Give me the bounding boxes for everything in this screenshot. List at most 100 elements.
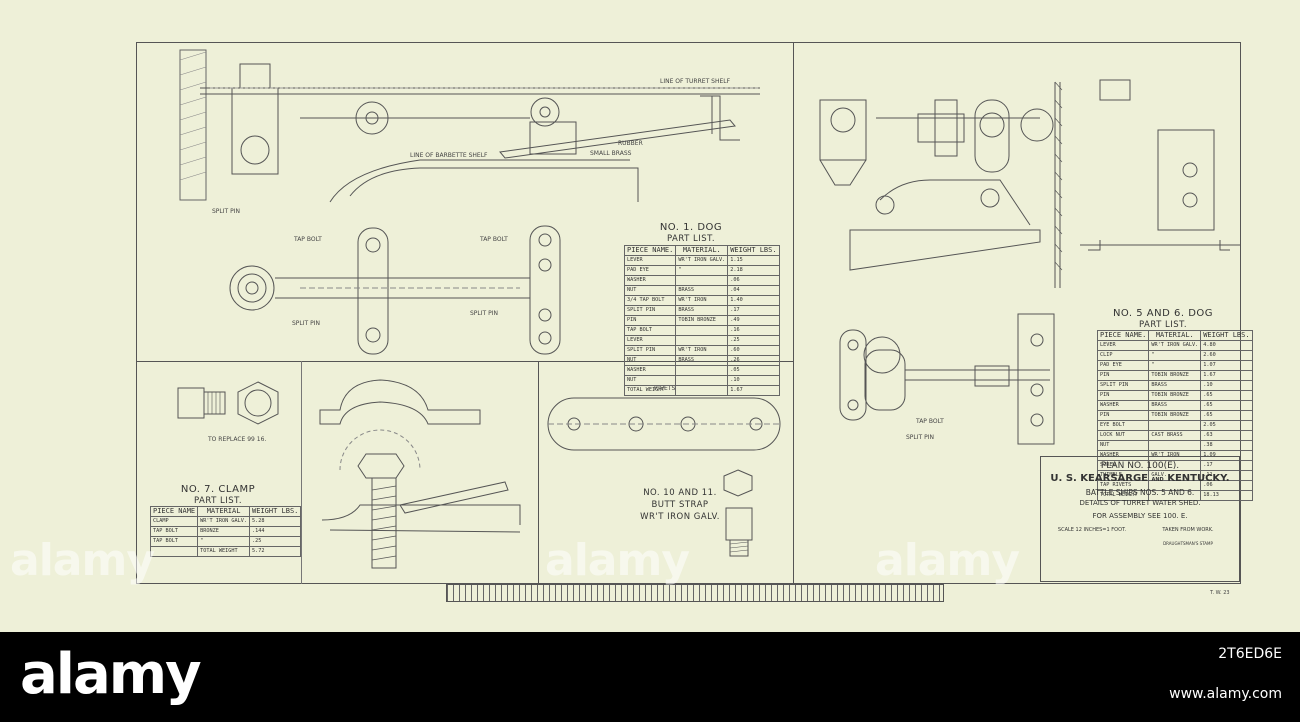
- part-list-row: NUT.38: [1096, 440, 1253, 451]
- note-to-replace: TO REPLACE 99 16.: [208, 436, 267, 443]
- part-list-cell: .04: [727, 285, 780, 296]
- part-list-cell: BRASS: [1148, 380, 1202, 391]
- alamy-logo: alamy: [20, 642, 202, 707]
- part-list-cell: SPLIT PIN: [623, 345, 677, 356]
- image-id: 2T6ED6E: [1218, 646, 1282, 662]
- part-list-cell: TOBIN BRONZE: [1148, 370, 1202, 381]
- part-list-cell: 1.67: [1200, 370, 1253, 381]
- part-list-header-cell: PIECE NAME: [149, 506, 199, 517]
- part-list-cell: EYE BOLT: [1096, 420, 1150, 431]
- part-list-cell: ": [197, 536, 251, 547]
- part-list-cell: .16: [727, 325, 780, 336]
- part-list-cell: 4.80: [1200, 340, 1253, 351]
- note-tap-bolt-3: TAP BOLT: [916, 418, 944, 425]
- technical-drawings: [177, 49, 1240, 569]
- note-tap-bolt-1: TAP BOLT: [294, 236, 322, 243]
- assembly-reference: FOR ASSEMBLY SEE 100. E.: [1092, 512, 1188, 520]
- part-list-row: TAP BOLT".25: [149, 536, 302, 547]
- part-list-row: LEVER.25: [623, 335, 780, 346]
- part-list-cell: NUT: [623, 285, 677, 296]
- part-list-cell: .65: [1200, 390, 1253, 401]
- part-list-cell: CLIP: [1096, 350, 1150, 361]
- note-split-pin-4: SPLIT PIN: [906, 434, 934, 441]
- note-turret-shelf: LINE OF TURRET SHELF: [660, 78, 731, 85]
- draughtsman-stamp: DRAUGHTSMAN'S STAMP: [1163, 541, 1213, 546]
- part-list-cell: .17: [727, 305, 780, 316]
- drawing-frame: [136, 42, 1241, 584]
- part-list-cell: PAD EYE: [623, 265, 677, 276]
- part-list-cell: .60: [727, 345, 780, 356]
- part-list-cell: .26: [727, 355, 780, 366]
- part-list-cell: PIN: [623, 315, 677, 326]
- part-list-row: CLIP"2.60: [1096, 350, 1253, 361]
- part-list-cell: 2.60: [1200, 350, 1253, 361]
- ships-and: AND: [1151, 477, 1164, 483]
- part-list-cell: NUT: [623, 355, 677, 366]
- part-list-cell: NUT: [623, 375, 677, 386]
- frame-divider-vertical: [793, 42, 794, 584]
- part-list-cell: LEVER: [623, 335, 677, 346]
- part-list-cell: .63: [1200, 430, 1253, 441]
- part-list-cell: [1148, 420, 1202, 431]
- frame-divider-lower-left: [301, 361, 302, 584]
- note-barbette-shelf: LINE OF BARBETTE SHELF: [410, 152, 488, 159]
- part-list-cell: ": [1148, 350, 1202, 361]
- butt-strap-title: NO. 10 AND 11.: [643, 488, 717, 498]
- part-list-cell: LOCK NUT: [1096, 430, 1150, 441]
- part-list-cell: 2.05: [1200, 420, 1253, 431]
- plan-number: PLAN NO. 100(E).: [1100, 461, 1180, 471]
- part-list-cell: PIN: [1096, 370, 1150, 381]
- part-list-header-cell: MATERIAL: [197, 506, 251, 517]
- part-list-row: TAP BOLT.16: [623, 325, 780, 336]
- part-list-header-row: PIECE NAME.MATERIAL.WEIGHT LBS.: [1096, 330, 1253, 341]
- note-split-pin-2: SPLIT PIN: [470, 310, 498, 317]
- part-list-header-cell: WEIGHT LBS.: [1200, 330, 1253, 341]
- part-list-cell: WASHER: [623, 365, 677, 376]
- drawing-source: TAKEN FROM WORK.: [1162, 527, 1214, 533]
- part-list-cell: BRASS: [675, 355, 729, 366]
- part-list-header-row: PIECE NAME.MATERIAL.WEIGHT LBS.: [623, 245, 780, 256]
- part-list-cell: .49: [727, 315, 780, 326]
- part-list-cell: 1.40: [727, 295, 780, 306]
- part-list-cell: TOBIN BRONZE: [675, 315, 729, 326]
- part-list-cell: WR'T IRON GALV.: [675, 255, 729, 266]
- part-list-cell: BRONZE: [197, 526, 251, 537]
- note-rubber: RUBBER: [618, 140, 643, 147]
- part-list-cell: LEVER: [623, 255, 677, 266]
- part-list-cell: .38: [1200, 440, 1253, 451]
- part-list-cell: 1.67: [727, 385, 780, 396]
- drawing-scale: SCALE 12 INCHES=1 FOOT.: [1057, 527, 1127, 533]
- tap-bolt-drawing: [177, 381, 279, 425]
- dog-plan-drawing: [229, 225, 561, 355]
- butt-strap-drawing: [547, 397, 781, 557]
- part-list-cell: WASHER: [623, 275, 677, 286]
- site-url: www.alamy.com: [1169, 686, 1282, 702]
- part-list-cell: PIN: [1096, 390, 1150, 401]
- part-list-cell: .10: [727, 375, 780, 386]
- part-list-row: EYE BOLT 2.05: [1096, 420, 1253, 431]
- part-list-cell: .06: [727, 275, 780, 286]
- note-split-pin-1: SPLIT PIN: [292, 320, 320, 327]
- part-list-cell: SPLIT PIN: [623, 305, 677, 316]
- part-list-cell: TAP BOLT: [149, 536, 199, 547]
- frame-divider-lower: [538, 361, 539, 584]
- part-list-cell: [675, 275, 729, 286]
- part-list-cell: PAD EYE: [1096, 360, 1150, 371]
- ship-kearsarge: U. S. KEARSARGE: [1050, 473, 1149, 484]
- part-list-cell: [675, 375, 729, 386]
- part-list-5-6-subtitle: PART LIST.: [1138, 320, 1188, 330]
- watermark-center: alamy: [545, 535, 690, 586]
- part-list-7-subtitle: PART LIST.: [193, 496, 243, 506]
- part-list-row: PAD EYE"2.18: [623, 265, 780, 276]
- part-list-cell: ": [675, 265, 729, 276]
- clamp-drawing: [319, 379, 521, 569]
